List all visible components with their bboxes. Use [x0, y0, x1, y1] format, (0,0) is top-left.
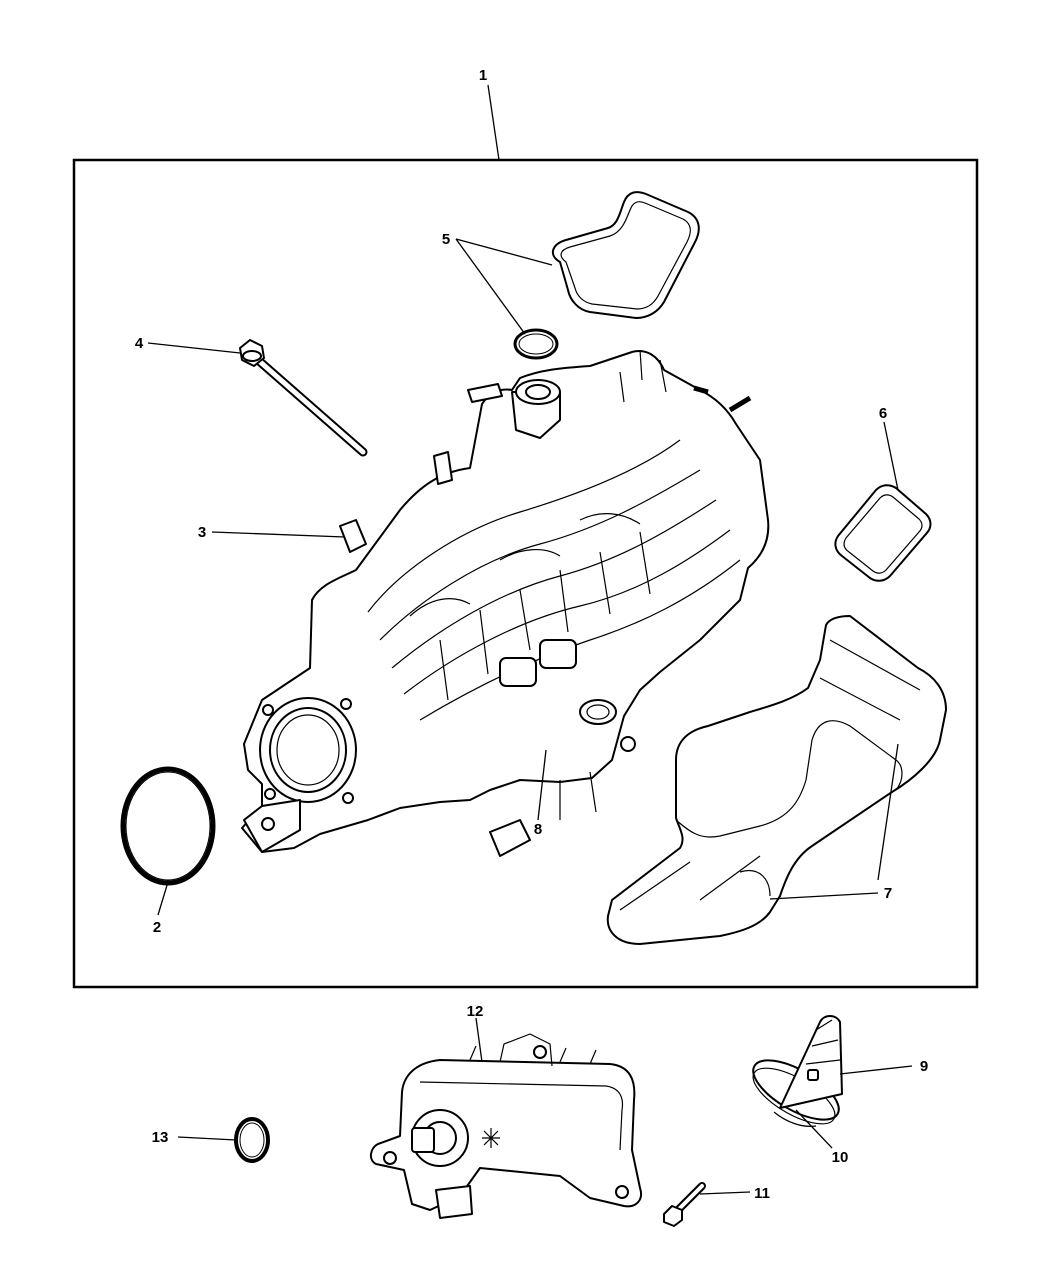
callout-13: 13 — [152, 1129, 169, 1146]
part-9-oil-filler-cap[interactable] — [744, 1015, 847, 1135]
part-12-actuator[interactable] — [370, 1033, 642, 1219]
callout-6: 6 — [879, 405, 887, 422]
leader-6 — [883, 421, 899, 491]
leader-13 — [177, 1136, 237, 1141]
part-3-intake-manifold[interactable] — [241, 349, 770, 857]
leader-5b — [455, 238, 526, 335]
callout-12: 12 — [467, 1003, 484, 1020]
leader-3 — [211, 531, 346, 538]
part-6-gasket[interactable] — [834, 484, 932, 582]
callout-4: 4 — [135, 335, 144, 352]
leader-4 — [147, 342, 241, 354]
part-5-plenum-gasket[interactable] — [551, 191, 700, 319]
callout-5: 5 — [442, 231, 450, 248]
leader-8 — [537, 749, 547, 821]
leader-7b — [877, 743, 899, 881]
part-5-small-o-ring[interactable] — [513, 328, 559, 360]
part-4-bolt[interactable] — [239, 339, 368, 457]
leader-7a — [769, 892, 879, 900]
assembly-frame — [72, 158, 979, 989]
callout-8: 8 — [534, 821, 542, 838]
callout-9: 9 — [920, 1058, 928, 1075]
part-10-cap-seal[interactable] — [773, 1111, 817, 1127]
callout-3: 3 — [198, 524, 206, 541]
leader-1 — [487, 84, 500, 161]
leader-5a — [455, 238, 553, 266]
callout-1: 1 — [479, 67, 487, 84]
part-13-o-ring[interactable] — [234, 1117, 270, 1163]
leader-10 — [795, 1109, 833, 1149]
leader-2 — [157, 881, 169, 916]
callout-2: 2 — [153, 919, 161, 936]
leader-11 — [699, 1191, 751, 1195]
part-11-bolt[interactable] — [663, 1182, 706, 1227]
leader-12 — [475, 1017, 483, 1063]
callout-11: 11 — [754, 1185, 770, 1202]
part-7-insulator[interactable] — [606, 615, 947, 945]
callout-10: 10 — [832, 1149, 849, 1166]
leader-9 — [839, 1065, 913, 1075]
callout-7: 7 — [884, 885, 892, 902]
part-2-throttle-body-seal[interactable] — [120, 766, 216, 886]
